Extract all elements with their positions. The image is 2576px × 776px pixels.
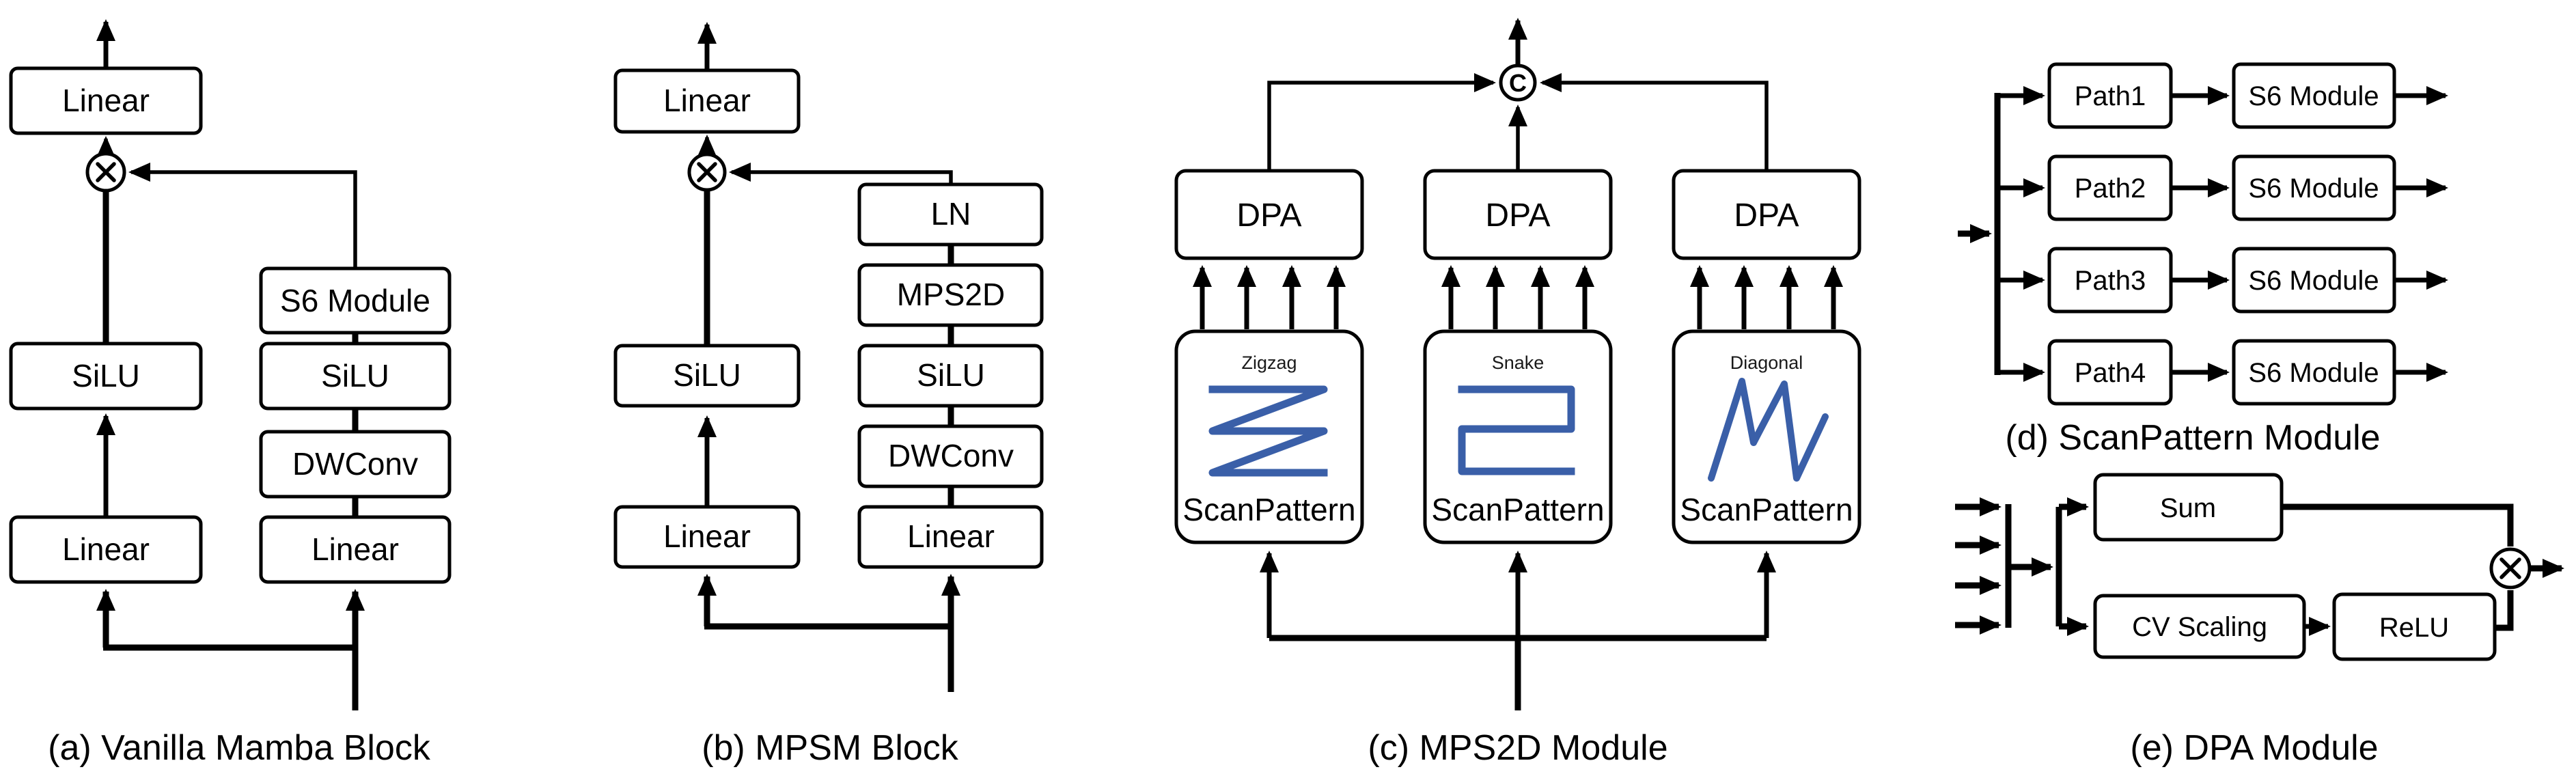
linear-left-label: Linear: [663, 518, 751, 554]
multiply-icon-stroke: [96, 162, 116, 182]
dwconv-label: DWConv: [888, 438, 1014, 473]
path3-label: Path3: [2075, 266, 2146, 296]
multiply-icon-stroke: [697, 162, 717, 182]
s6-to-multiply-wire: [128, 163, 357, 268]
panel-b-mpsm-block: Linear LN MPS2D SiLU DWConv Linear SiLU …: [613, 22, 1044, 768]
silu-right-label: SiLU: [321, 358, 389, 393]
scanpattern-box-snake: [1423, 329, 1613, 544]
linear-right-box: [259, 515, 452, 584]
mps2d-label: MPS2D: [897, 277, 1005, 312]
diagonal-scan-icon: [1708, 378, 1829, 482]
dpa1-to-concat-wire: [1267, 73, 1496, 171]
dpa-label-2: DPA: [1485, 197, 1550, 234]
dpa-label-1: DPA: [1236, 197, 1301, 234]
scanpattern-box-diagonal: [1672, 329, 1861, 544]
dpa-label-3: DPA: [1734, 197, 1799, 234]
panel-a-caption: (a) Vanilla Mamba Block: [48, 728, 431, 768]
s6-module-label-1: S6 Module: [2248, 81, 2379, 111]
panel-e-dpa-module: Sum CV Scaling ReLU (e) DPA Module: [1955, 473, 2564, 768]
panel-b-caption: (b) MPSM Block: [702, 728, 959, 768]
relu-to-multiply-wire: [2495, 590, 2514, 631]
panel-e-caption: (e) DPA Module: [2130, 728, 2378, 768]
dwconv-box: [259, 430, 452, 499]
silu-left-label: SiLU: [72, 358, 140, 393]
silu-right-label: SiLU: [917, 357, 985, 393]
zigzag-scan-icon: [1208, 385, 1328, 477]
ln-to-multiply-wire: [729, 163, 953, 184]
panel-a-vanilla-mamba-block: Linear S6 Module SiLU SiLU DWConv Linear…: [9, 19, 452, 768]
linear-top-label: Linear: [62, 83, 150, 118]
panel-c-caption: (c) MPS2D Module: [1368, 728, 1667, 768]
diagonal-title: Diagonal: [1730, 352, 1803, 373]
sum-label: Sum: [2160, 493, 2216, 523]
ln-label: LN: [931, 196, 971, 232]
zigzag-title: Zigzag: [1241, 352, 1297, 373]
dpa-box-1: [1174, 169, 1364, 260]
linear-right-label: Linear: [311, 531, 399, 567]
linear-left-box: [613, 505, 801, 569]
scanpattern-label-3: ScanPattern: [1680, 492, 1853, 527]
linear-top-box: [9, 66, 203, 135]
linear-left-box: [9, 515, 203, 584]
snake-scan-icon: [1458, 385, 1575, 475]
cv-scaling-label: CV Scaling: [2132, 612, 2267, 642]
multiply-icon-stroke: [2499, 557, 2521, 579]
concat-icon: [1499, 64, 1537, 102]
path2-label: Path2: [2075, 174, 2146, 204]
snake-title: Snake: [1492, 352, 1545, 373]
silu-left-label: SiLU: [673, 357, 741, 393]
scanpattern-box-zigzag: [1174, 329, 1364, 544]
dwconv-label: DWConv: [292, 446, 418, 482]
panel-c-mps2d-module: C DPA DPA DPA Zigzag Snake Diagonal Scan…: [1174, 18, 1861, 768]
dpa-box-2: [1423, 169, 1613, 260]
silu-left-box: [613, 344, 801, 408]
linear-right-box: [857, 505, 1044, 569]
dpa3-to-concat-wire: [1540, 73, 1769, 171]
input-branch-wire: [704, 623, 954, 692]
linear-left-label: Linear: [62, 531, 150, 567]
panel-d-caption: (d) ScanPattern Module: [2005, 418, 2380, 458]
sum-to-multiply-wire: [2282, 503, 2514, 546]
s6-module-label-3: S6 Module: [2248, 266, 2379, 296]
dpa-box-3: [1672, 169, 1861, 260]
relu-label: ReLU: [2379, 613, 2449, 643]
path1-label: Path1: [2075, 81, 2146, 111]
concat-symbol: C: [1509, 69, 1527, 97]
silu-left-box: [9, 342, 203, 411]
s6-module-label: S6 Module: [280, 283, 430, 318]
scanpattern-label-2: ScanPattern: [1431, 492, 1604, 527]
s6-module-label-4: S6 Module: [2248, 358, 2379, 388]
path4-label: Path4: [2075, 358, 2146, 388]
linear-top-box: [613, 68, 801, 134]
linear-right-label: Linear: [907, 518, 995, 554]
panel-d-scanpattern-module: Path1 S6 Module Path2 S6 Module Path3 S6…: [1958, 62, 2448, 458]
s6-module-label-2: S6 Module: [2248, 174, 2379, 204]
scanpattern-label-1: ScanPattern: [1182, 492, 1355, 527]
linear-top-label: Linear: [663, 83, 751, 118]
input-branch-wire: [103, 644, 359, 710]
